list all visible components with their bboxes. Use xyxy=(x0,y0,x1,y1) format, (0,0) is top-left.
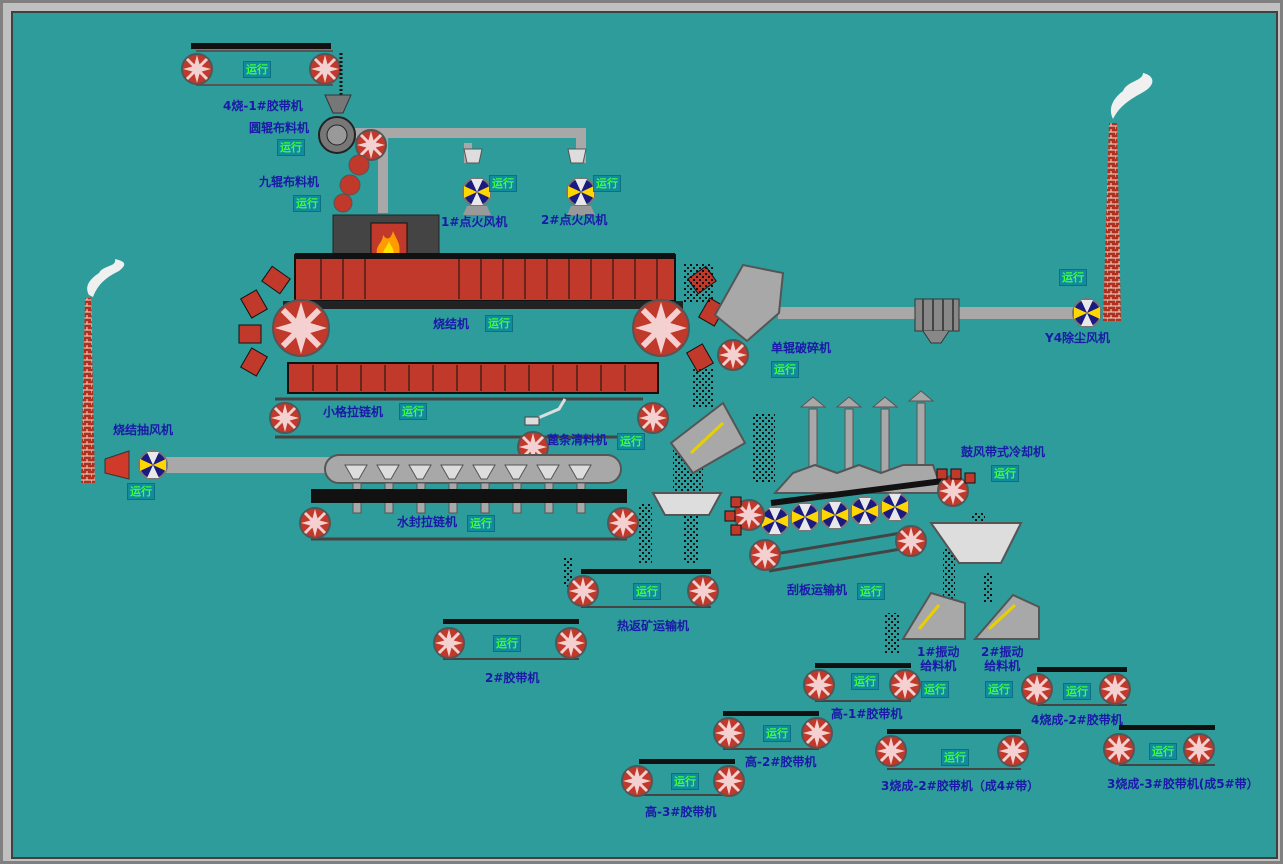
status-strip-cleaner[interactable]: 运行 xyxy=(617,433,645,450)
label-s4c2: 4烧成-2#胶带机 xyxy=(1031,713,1123,727)
label-gao3: 高-3#胶带机 xyxy=(645,805,717,819)
cooler-hopper xyxy=(929,522,1023,564)
status-gao2[interactable]: 运行 xyxy=(763,725,791,742)
small-grate-chain[interactable] xyxy=(268,397,670,439)
wind-box xyxy=(324,454,622,514)
process-diagram xyxy=(81,43,1216,798)
label-small-grate: 小格拉链机 xyxy=(323,405,384,419)
hot-return-hopper xyxy=(651,492,723,516)
feed-chute xyxy=(324,94,352,114)
label-water-seal: 水封拉链机 xyxy=(397,515,458,529)
status-cooler[interactable]: 运行 xyxy=(991,465,1019,482)
label-fan2: 2#点火风机 xyxy=(541,213,608,227)
label-crusher: 单辊破碎机 xyxy=(771,341,832,355)
status-y4-fan[interactable]: 运行 xyxy=(1059,269,1087,286)
belt-gao-2[interactable] xyxy=(712,711,834,750)
label-gao1: 高-1#胶带机 xyxy=(831,707,903,721)
status-gao3[interactable]: 运行 xyxy=(671,773,699,790)
status-s3c2[interactable]: 运行 xyxy=(941,749,969,766)
status-scraper[interactable]: 运行 xyxy=(857,583,885,600)
status-drum-feeder[interactable]: 运行 xyxy=(277,139,305,156)
status-crusher[interactable]: 运行 xyxy=(771,361,799,378)
status-water-seal[interactable]: 运行 xyxy=(467,515,495,532)
status-hot-return[interactable]: 运行 xyxy=(633,583,661,600)
status-s3c3[interactable]: 运行 xyxy=(1149,743,1177,760)
status-fan2[interactable]: 运行 xyxy=(593,175,621,192)
label-fan1: 1#点火风机 xyxy=(441,215,508,229)
status-vib1[interactable]: 运行 xyxy=(921,681,949,698)
belt-gao-3[interactable] xyxy=(620,759,746,798)
label-cooler: 鼓风带式冷却机 xyxy=(961,445,1046,459)
label-nine-roller: 九辊布料机 xyxy=(259,175,320,189)
belt-3s-c3[interactable] xyxy=(1102,725,1216,766)
label-hot-return: 热返矿运输机 xyxy=(617,619,690,633)
label-s3c3: 3烧成-3#胶带机(成5#带） xyxy=(1107,777,1259,791)
status-sinter[interactable]: 运行 xyxy=(485,315,513,332)
hot-return-belt[interactable] xyxy=(566,569,720,608)
status-gao1[interactable]: 运行 xyxy=(851,673,879,690)
y4-dust-fan[interactable] xyxy=(1072,298,1102,328)
label-belt-4s1: 4烧-1#胶带机 xyxy=(223,99,303,113)
belt-4s1[interactable] xyxy=(180,43,343,98)
vib-feeder-1-body xyxy=(901,591,966,640)
label-y4-fan: Y4除尘风机 xyxy=(1045,331,1111,345)
belt-4s-c2[interactable] xyxy=(1020,667,1132,706)
belt-gao-1[interactable] xyxy=(802,663,922,702)
label-strip-cleaner: 蓖条清料机 xyxy=(547,433,608,447)
blower-belt-cooler[interactable] xyxy=(724,390,976,536)
label-gao2: 高-2#胶带机 xyxy=(745,755,817,769)
sinter-machine[interactable] xyxy=(238,253,726,394)
status-vib2[interactable]: 运行 xyxy=(985,681,1013,698)
strip-cleaner[interactable] xyxy=(516,398,567,464)
label-drum-feeder: 圆辊布料机 xyxy=(249,121,310,135)
label-scraper: 刮板运输机 xyxy=(787,583,848,597)
belt-3s-c2[interactable] xyxy=(874,729,1030,770)
label-s3c2: 3烧成-2#胶带机（成4#带） xyxy=(881,779,1040,793)
water-seal-chain[interactable] xyxy=(298,489,640,541)
label-sinter: 烧结机 xyxy=(433,317,470,331)
belt-2[interactable] xyxy=(432,619,588,660)
drum-feeder[interactable] xyxy=(318,116,356,154)
single-roller-crusher[interactable] xyxy=(713,263,785,372)
label-belt2: 2#胶带机 xyxy=(485,671,540,685)
sinter-exhaust-fan[interactable] xyxy=(104,450,168,480)
ignition-fan-1[interactable] xyxy=(462,148,492,215)
label-exhaust-fan: 烧结抽风机 xyxy=(113,423,174,437)
status-exhaust-fan[interactable]: 运行 xyxy=(127,483,155,500)
status-belt2[interactable]: 运行 xyxy=(493,635,521,652)
roller-stack xyxy=(333,154,370,213)
ignition-fan-2[interactable] xyxy=(566,148,596,215)
status-belt-4s1[interactable]: 运行 xyxy=(243,61,271,78)
status-fan1[interactable]: 运行 xyxy=(489,175,517,192)
crusher-debris xyxy=(683,263,713,303)
sinter-grate-lines xyxy=(312,259,658,391)
label-vib2: 2#振动 给料机 xyxy=(981,645,1024,673)
process-panel: 4烧-1#胶带机 运行 圆辊布料机 运行 九辊布料机 运行 运行 1#点火风机 … xyxy=(11,11,1278,859)
right-chimney xyxy=(1103,73,1153,321)
dust-collector[interactable] xyxy=(914,298,960,344)
left-chimney xyxy=(81,259,125,483)
status-nine-roller[interactable]: 运行 xyxy=(293,195,321,212)
status-s4c2[interactable]: 运行 xyxy=(1063,683,1091,700)
status-small-grate[interactable]: 运行 xyxy=(399,403,427,420)
label-vib1: 1#振动 给料机 xyxy=(917,645,960,673)
scraper-conveyor[interactable] xyxy=(748,524,928,573)
